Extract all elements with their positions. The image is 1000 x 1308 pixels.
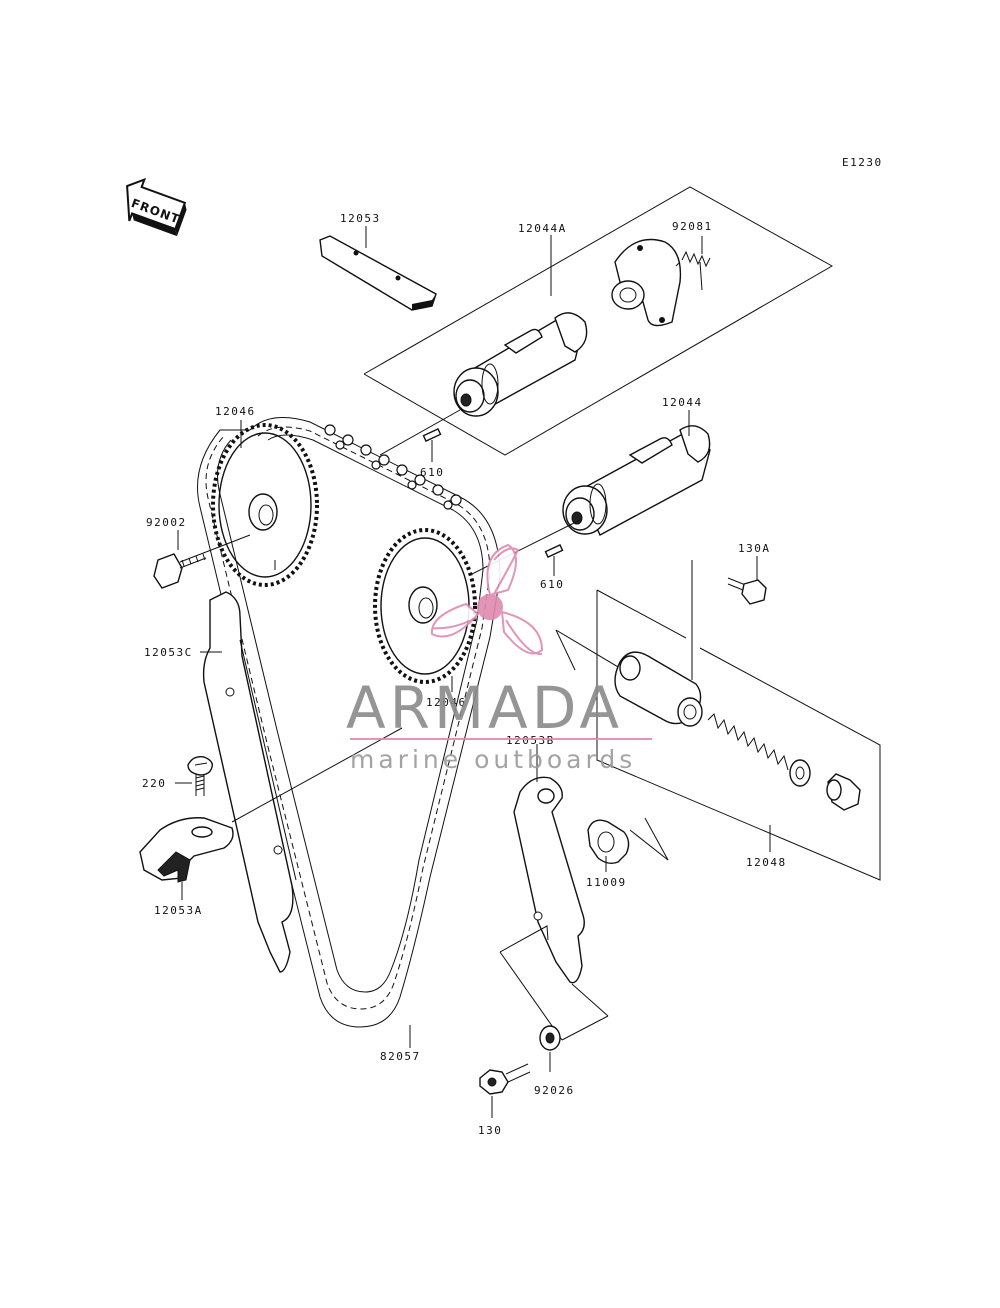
bolt-92002: [153, 551, 207, 589]
chain-guide-12053c: [202, 591, 297, 973]
bolt-130a: [727, 577, 767, 605]
label-12044a: 12044A: [518, 222, 567, 235]
label-12053c: 12053C: [144, 646, 193, 659]
bolt-130: [479, 1063, 531, 1095]
watermark-tagline: marine outboards: [350, 745, 636, 774]
pin-610-upper: [422, 427, 442, 443]
chain-guide-12053: [319, 235, 437, 311]
label-12044: 12044: [662, 396, 703, 409]
tensioner-spring: [707, 713, 789, 771]
front-arrow-icon: [126, 177, 187, 237]
label-11009: 11009: [586, 876, 627, 889]
screw-220: [187, 755, 214, 796]
guide-holder-12053a: [139, 817, 234, 883]
washer-92026: [539, 1025, 561, 1051]
label-12053b: 12053B: [506, 734, 555, 747]
washer: [789, 759, 811, 787]
label-610-lower: 610: [540, 578, 564, 591]
label-82057: 82057: [380, 1050, 421, 1063]
label-12046-upper: 12046: [215, 405, 256, 418]
label-12053: 12053: [340, 212, 381, 225]
label-130a: 130A: [738, 542, 771, 555]
watermark-brand: ARMADA: [346, 674, 623, 742]
armada-watermark: ARMADA marine outboards: [346, 543, 652, 774]
label-610-upper: 610: [420, 466, 444, 479]
spring-92081: [675, 250, 711, 291]
cam-chain-82057: [197, 417, 501, 1028]
gasket-11009: [587, 819, 630, 865]
propeller-logo-icon: [430, 543, 544, 656]
label-92081: 92081: [672, 220, 713, 233]
label-130: 130: [478, 1124, 502, 1137]
label-12053a: 12053A: [154, 904, 203, 917]
tensioner-frame: [596, 590, 881, 881]
tensioner-cap-bolt: [826, 773, 861, 811]
chain-tensioner-body: [614, 651, 703, 727]
diagram-code: E1230: [842, 156, 883, 169]
label-220: 220: [142, 777, 166, 790]
label-12046-lower: 12046: [426, 696, 467, 709]
camshaft-12044: [562, 425, 711, 536]
cam-sprocket-upper: [211, 423, 319, 587]
label-92002: 92002: [146, 516, 187, 529]
cam-end-part: [611, 238, 682, 327]
label-12048: 12048: [746, 856, 787, 869]
camshaft-12044a-frame: [363, 186, 834, 456]
chain-guide-12053b: [513, 776, 585, 984]
pin-610-lower: [544, 543, 564, 559]
label-92026: 92026: [534, 1084, 575, 1097]
camshaft-12044a: [453, 312, 588, 417]
